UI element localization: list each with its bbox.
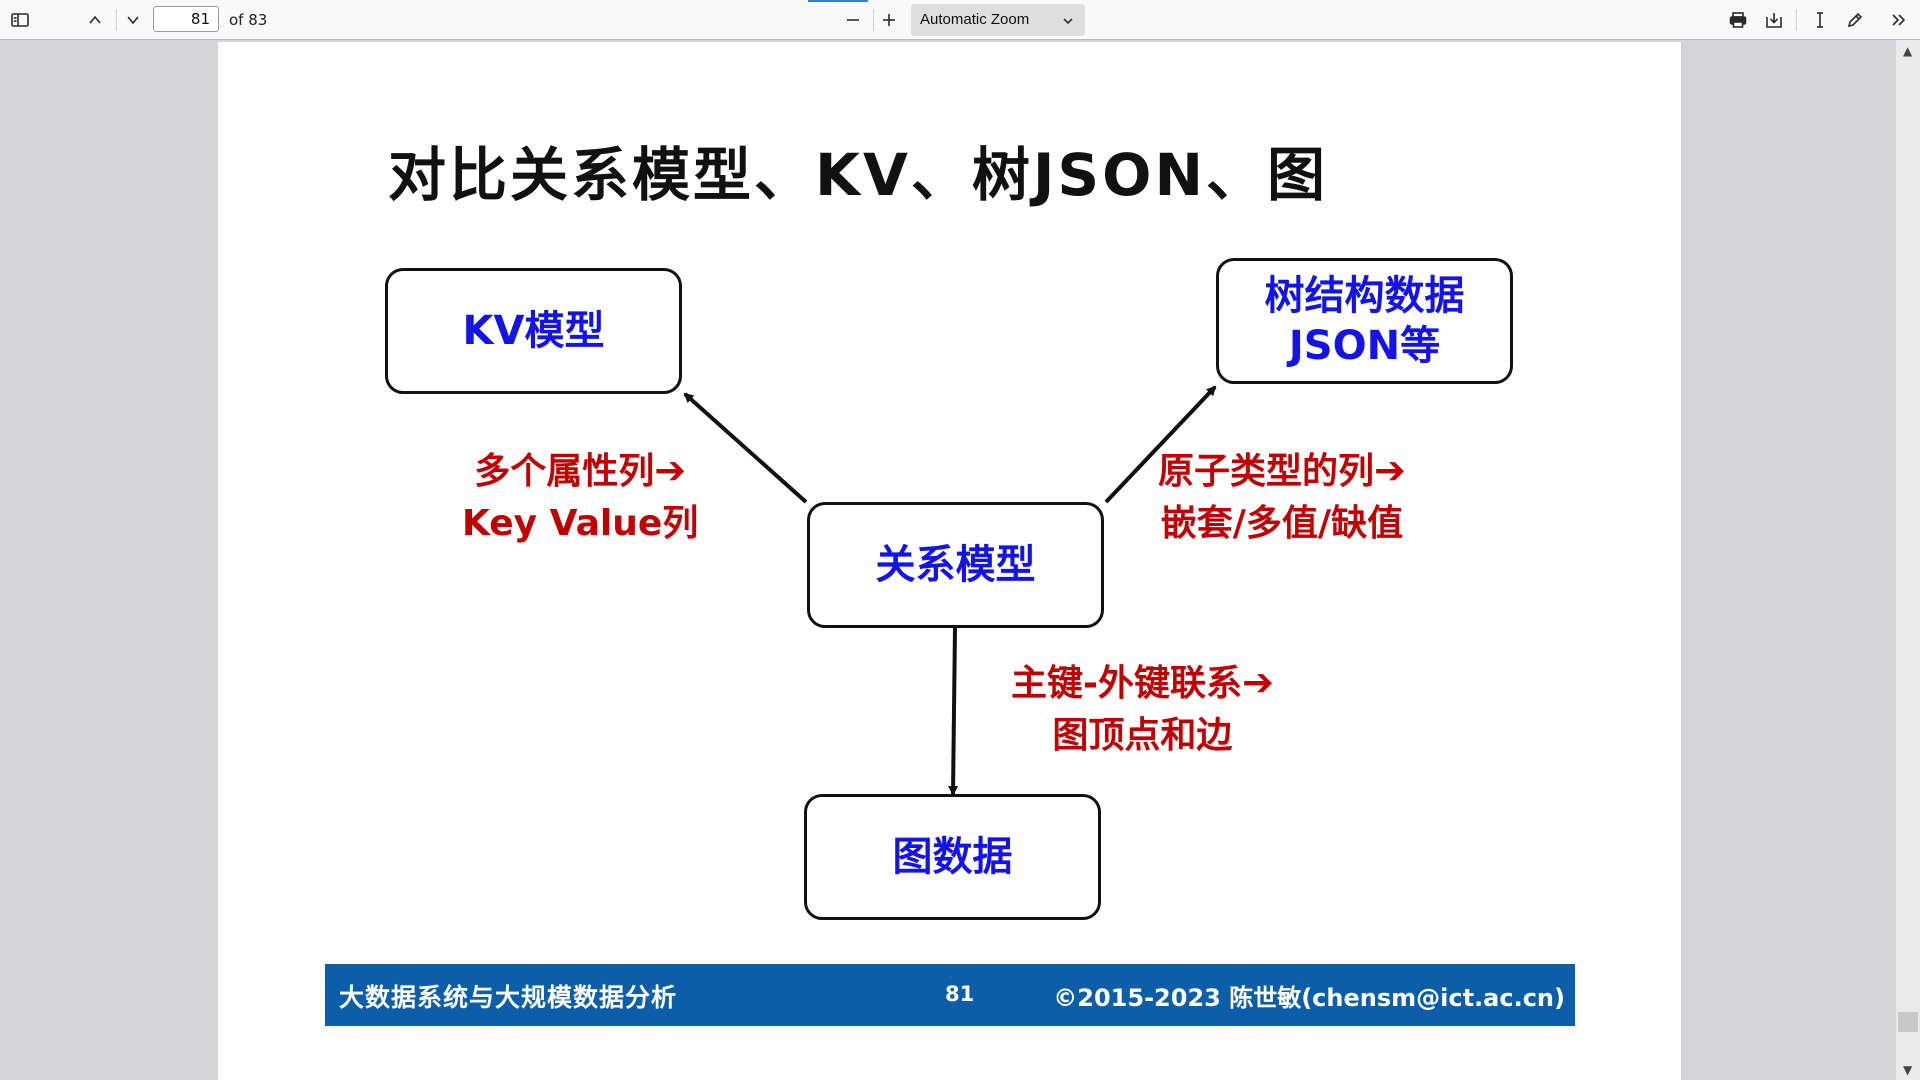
node-tree-label-line1: 树结构数据 (1264, 273, 1465, 319)
zoom-out-button[interactable] (837, 4, 869, 36)
node-tree-json: 树结构数据 JSON等 (1216, 258, 1513, 384)
print-button[interactable] (1722, 4, 1754, 36)
zoom-select-value: Automatic Zoom (920, 11, 1030, 28)
chevron-down-icon (127, 16, 139, 25)
node-graph-data: 图数据 (804, 794, 1101, 920)
arrow-to-tree (1104, 385, 1217, 504)
scroll-down-arrow-icon[interactable]: ▼ (1903, 1063, 1913, 1077)
toolbar-divider (116, 9, 117, 31)
edge-tree-line1: 原子类型的列 (1158, 451, 1375, 492)
download-icon (1766, 13, 1782, 28)
minus-icon (847, 19, 859, 21)
sidebar-toggle-icon (11, 13, 29, 27)
pdf-toolbar: 81 of 83 Automatic Zoom (0, 0, 1920, 40)
edge-label-kv: 多个属性列➔ Key Value列 (462, 444, 698, 550)
right-arrow-icon: ➔ (1374, 448, 1406, 492)
page-number-input[interactable]: 81 (153, 6, 219, 32)
slide-footer: 大数据系统与大规模数据分析 81 ©2015-2023 陈世敏(chensm@i… (325, 964, 1575, 1026)
right-arrow-icon: ➔ (1241, 660, 1274, 704)
page-count-label: of 83 (229, 11, 268, 29)
right-arrow-icon: ➔ (654, 448, 687, 492)
pdf-page: 对比关系模型、KV、树JSON、图 KV模型 树结构数据 JSON等 关系模型 … (218, 42, 1681, 1080)
pencil-icon (1847, 12, 1863, 28)
draw-tool-button[interactable] (1839, 4, 1871, 36)
footer-course-title: 大数据系统与大规模数据分析 (339, 983, 678, 1012)
chevron-up-icon (89, 15, 101, 24)
scroll-up-arrow-icon[interactable]: ▲ (1903, 44, 1913, 58)
sidebar-toggle-button[interactable] (4, 4, 36, 36)
toolbar-divider (1796, 9, 1797, 31)
node-relational-model: 关系模型 (807, 502, 1104, 628)
loading-indicator (808, 0, 868, 2)
edge-label-tree: 原子类型的列➔ 嵌套/多值/缺值 (1158, 444, 1406, 550)
plus-icon (883, 14, 895, 26)
edge-label-graph: 主键-外键联系➔ 图顶点和边 (1011, 656, 1274, 762)
slide-title: 对比关系模型、KV、树JSON、图 (388, 141, 1329, 209)
edge-graph-line1: 主键-外键联系 (1011, 663, 1242, 704)
arrow-to-kv (683, 392, 808, 504)
double-chevron-right-icon (1892, 14, 1906, 26)
text-tool-button[interactable] (1804, 4, 1836, 36)
toolbar-divider (873, 9, 874, 31)
node-relational-label: 关系模型 (875, 542, 1036, 588)
more-tools-button[interactable] (1883, 4, 1915, 36)
chevron-down-icon (1063, 18, 1073, 25)
scrollbar-thumb[interactable] (1898, 1012, 1918, 1032)
next-page-button[interactable] (117, 4, 149, 36)
edge-tree-line2: 嵌套/多值/缺值 (1160, 503, 1404, 544)
save-button[interactable] (1758, 4, 1790, 36)
edge-graph-line2: 图顶点和边 (1052, 715, 1233, 756)
edge-kv-line1: 多个属性列 (474, 451, 655, 492)
text-cursor-icon (1817, 12, 1823, 28)
node-tree-label-line2: JSON等 (1288, 323, 1441, 369)
vertical-scrollbar[interactable] (1896, 40, 1920, 1080)
printer-icon (1729, 12, 1747, 28)
diagram-arrows (683, 385, 1217, 796)
zoom-select[interactable]: Automatic Zoom (911, 4, 1085, 36)
node-kv-label: KV模型 (462, 308, 605, 354)
node-kv-model: KV模型 (385, 268, 682, 394)
node-graph-label: 图数据 (892, 834, 1013, 880)
footer-copyright: ©2015-2023 陈世敏(chensm@ict.ac.cn) (1053, 984, 1565, 1012)
footer-page-number: 81 (945, 982, 975, 1006)
edge-kv-line2: Key Value列 (462, 503, 699, 544)
arrow-to-graph (948, 627, 959, 796)
zoom-in-button[interactable] (873, 4, 905, 36)
previous-page-button[interactable] (79, 4, 111, 36)
